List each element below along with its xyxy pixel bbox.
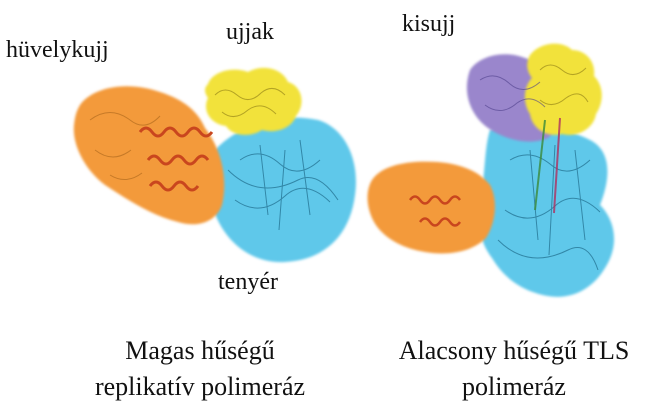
caption-tls-polymerase: Alacsony hűségű TLS polimeráz <box>366 333 662 405</box>
left-fingers-domain <box>205 68 302 135</box>
replicative-polymerase-structure <box>74 68 356 262</box>
right-fingers-domain <box>525 44 602 135</box>
label-fingers: ujjak <box>226 20 274 44</box>
right-palm-domain <box>478 125 614 297</box>
caption-right-line1: Alacsony hűségű TLS <box>366 333 662 369</box>
caption-right-line2: polimeráz <box>366 369 662 405</box>
right-thumb-domain <box>368 162 495 254</box>
caption-left-line1: Magas hűségű <box>50 333 350 369</box>
label-little-finger: kisujj <box>402 12 455 36</box>
caption-left-line2: replikatív polimeráz <box>50 369 350 405</box>
label-thumb: hüvelykujj <box>6 38 109 62</box>
tls-polymerase-structure <box>368 44 615 297</box>
label-palm: tenyér <box>218 270 278 294</box>
caption-replicative-polymerase: Magas hűségű replikatív polimeráz <box>50 333 350 405</box>
